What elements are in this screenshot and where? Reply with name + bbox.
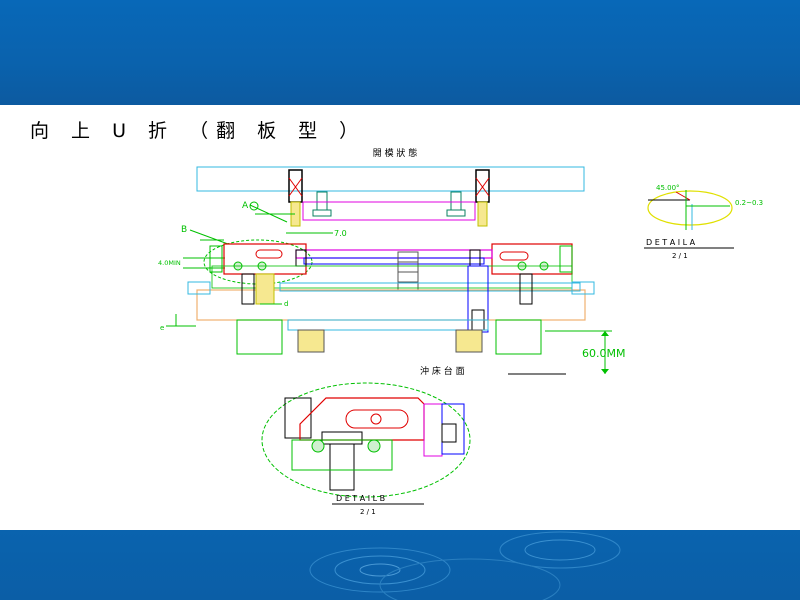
footer-band [0, 530, 800, 600]
detail-a-angle: 45.00° [656, 184, 680, 192]
slide-title: 向 上 U 折 （翻 板 型 ） [30, 120, 367, 142]
dim-seven: 7.0 [334, 229, 347, 238]
upper-die-plate [196, 166, 585, 192]
upper-punch-left [288, 169, 303, 203]
detail-a-scale: 2 / 1 [672, 252, 688, 260]
header-band [0, 0, 800, 105]
dim-four-min: 4.0MIN [158, 259, 181, 267]
guide-pin-right [450, 191, 462, 211]
die-state-label: 開 模 狀 態 [373, 147, 418, 159]
detail-a-title: D E T A I L A [646, 238, 696, 247]
mark-d: d [284, 300, 288, 308]
upper-punch-right [475, 169, 490, 203]
workpiece-strip [295, 249, 493, 259]
detail-b-title: D E T A I L B [336, 494, 385, 503]
detail-a-view [647, 190, 733, 226]
water-ripple-decoration [309, 531, 621, 600]
parallel-left [236, 319, 283, 355]
parallel-right [495, 319, 542, 355]
detail-b-view [261, 382, 471, 498]
spring-bolt-right [519, 273, 533, 305]
callout-a: A [242, 201, 249, 211]
lower-die-plate [196, 289, 586, 321]
press-bed-label: 沖 床 台 面 [420, 365, 465, 377]
detail-b-scale: 2 / 1 [360, 508, 376, 516]
guide-pin-left [316, 191, 328, 211]
mark-e: e [160, 324, 164, 332]
dim-sixty: 60.0MM [582, 347, 625, 360]
detail-a-gap: 0.2~0.3 [735, 199, 763, 207]
die-shoe [287, 319, 489, 331]
spring-bolt-left [241, 273, 255, 305]
callout-b: B [181, 225, 187, 235]
stripper-plate [302, 201, 476, 221]
